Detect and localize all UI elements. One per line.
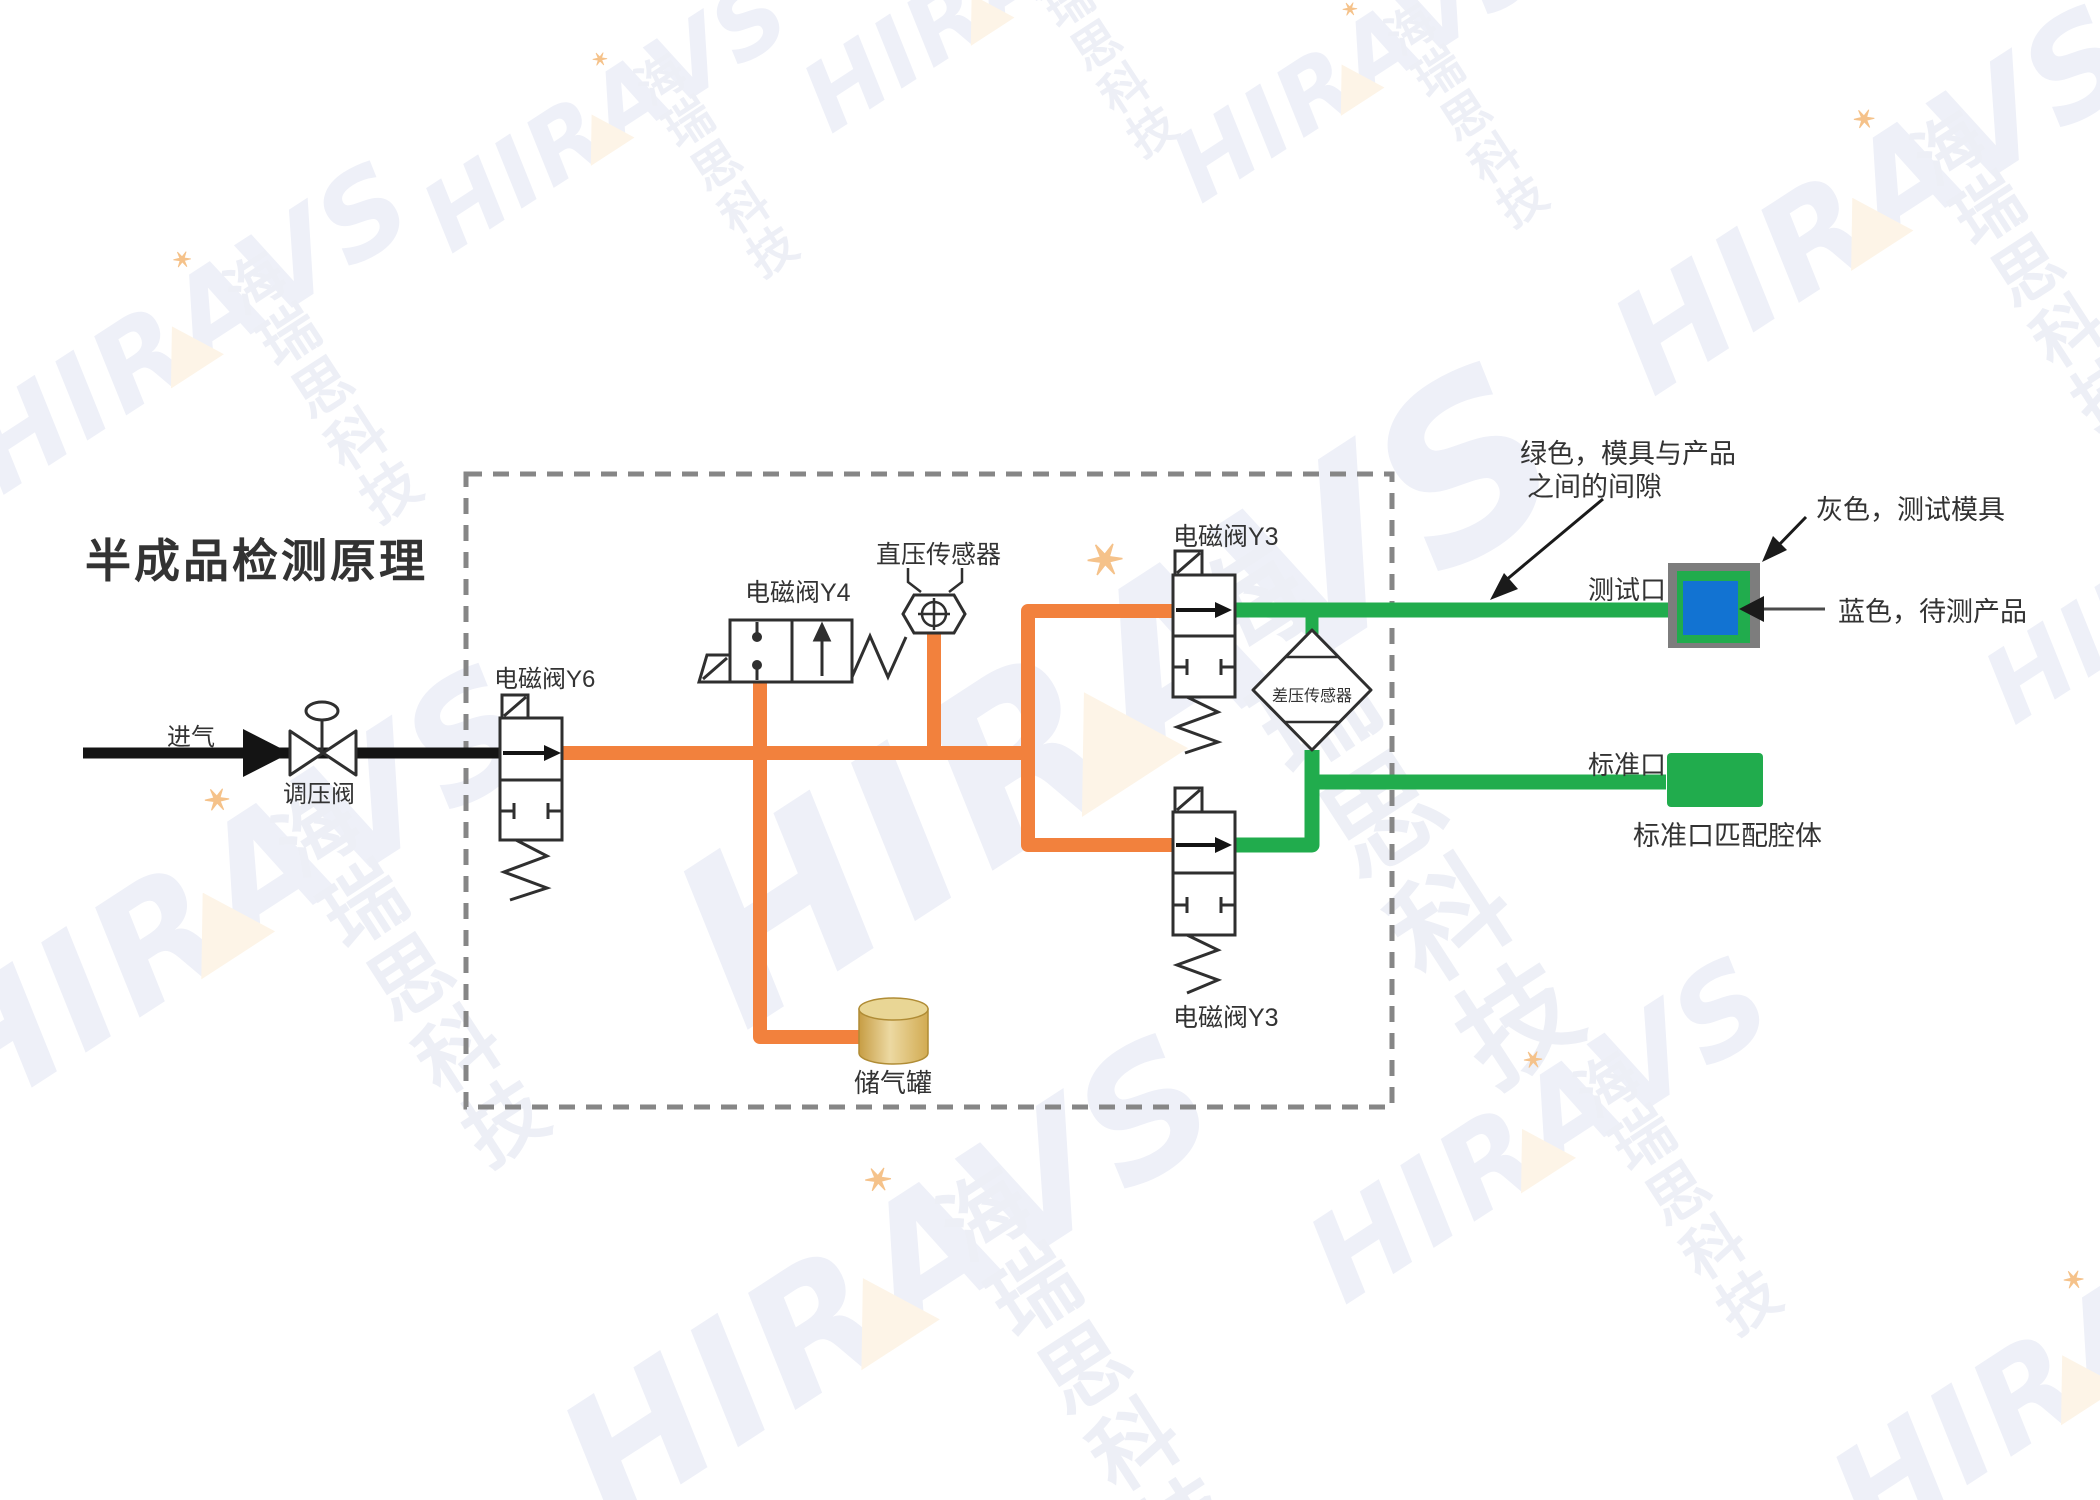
air-tank [858, 997, 929, 1065]
orange-branch-pipe [1021, 604, 1175, 852]
valve-y6-flow-arrow-icon [544, 745, 561, 761]
gray-note-label: 灰色，测试模具 [1816, 495, 2005, 525]
standard-port-label: 标准口 [1588, 750, 1666, 780]
valve-y6-top-box [498, 716, 564, 782]
test-port [1668, 563, 1760, 648]
inlet-label: 进气 [167, 724, 215, 751]
regulator-bowtie-right [321, 729, 358, 777]
gray-note-arrow-icon [1762, 536, 1787, 562]
diff-pressure-sensor-diamond-icon [1251, 628, 1373, 752]
regulator-label: 调压阀 [283, 781, 355, 808]
orange-pipes [562, 604, 1175, 1044]
green-standard-riser [1235, 750, 1320, 853]
standard-port-block [1667, 753, 1763, 807]
green-note-arrow-line [1504, 497, 1604, 583]
valve-y6-solenoid-diag [503, 695, 527, 718]
test-port-label: 测试口 [1588, 575, 1666, 605]
green-note-line1: 绿色，模具与产品 [1520, 439, 1736, 469]
valve-y6-ports [499, 803, 562, 902]
valve-y6-spring-icon [499, 838, 552, 902]
valve-y3-bottom-spring-icon [1172, 933, 1223, 995]
valve-y3-top [1171, 549, 1237, 699]
valve-y3-top-ports [1172, 659, 1235, 755]
regulator-actuator-icon [304, 700, 340, 722]
direct-pressure-sensor-label: 直压传感器 [876, 541, 1001, 569]
air-tank-label: 储气罐 [854, 1068, 932, 1098]
diff-pressure-sensor: 差压传感器 [1251, 628, 1373, 752]
inlet-flow-arrow-icon [243, 729, 290, 777]
valve-y3-bottom-flow-arrow-icon [1215, 837, 1232, 853]
valve-y3-top-flow-arrow-icon [1215, 602, 1232, 618]
blue-note-label: 蓝色，待测产品 [1838, 597, 2027, 627]
valve-y4-left-box [728, 618, 794, 684]
air-tank-body [858, 1008, 929, 1065]
valve-y3-top-box1 [1171, 573, 1237, 638]
regulator-bowtie-left [288, 729, 325, 777]
green-note-line2: 之间的间隙 [1527, 472, 1662, 502]
valve-y4 [696, 618, 854, 684]
dashed-enclosure [463, 471, 1395, 1110]
page-title: 半成品检测原理 [85, 535, 428, 587]
orange-tank-pipe [753, 682, 862, 1044]
valve-y3-bottom-ports [1172, 897, 1235, 995]
air-tank-top [858, 997, 929, 1021]
standard-port-cavity-label: 标准口匹配腔体 [1633, 821, 1822, 851]
valve-y3-top-label: 电磁阀Y3 [1173, 523, 1279, 551]
green-pipes [1235, 602, 1682, 853]
blue-note-arrow-icon [1739, 596, 1764, 622]
valve-y4-spring-icon [850, 632, 908, 681]
valve-y4-symbols [752, 621, 908, 681]
annotations [1490, 497, 1825, 622]
diff-pressure-sensor-label: 差压传感器 [1272, 687, 1352, 705]
valve-y3-bottom [1171, 786, 1237, 937]
green-note-arrow-icon [1490, 573, 1518, 600]
valve-y3-bottom-label: 电磁阀Y3 [1173, 1004, 1279, 1032]
direct-pressure-sensor [901, 568, 967, 635]
valve-y4-solenoid-diag [702, 656, 728, 681]
test-port-product-blue [1683, 581, 1738, 635]
valve-y4-label: 电磁阀Y4 [745, 579, 851, 607]
valve-y3-top-spring-icon [1172, 695, 1223, 755]
valve-y6-label: 电磁阀Y6 [494, 666, 595, 693]
valve-y6 [498, 693, 564, 842]
